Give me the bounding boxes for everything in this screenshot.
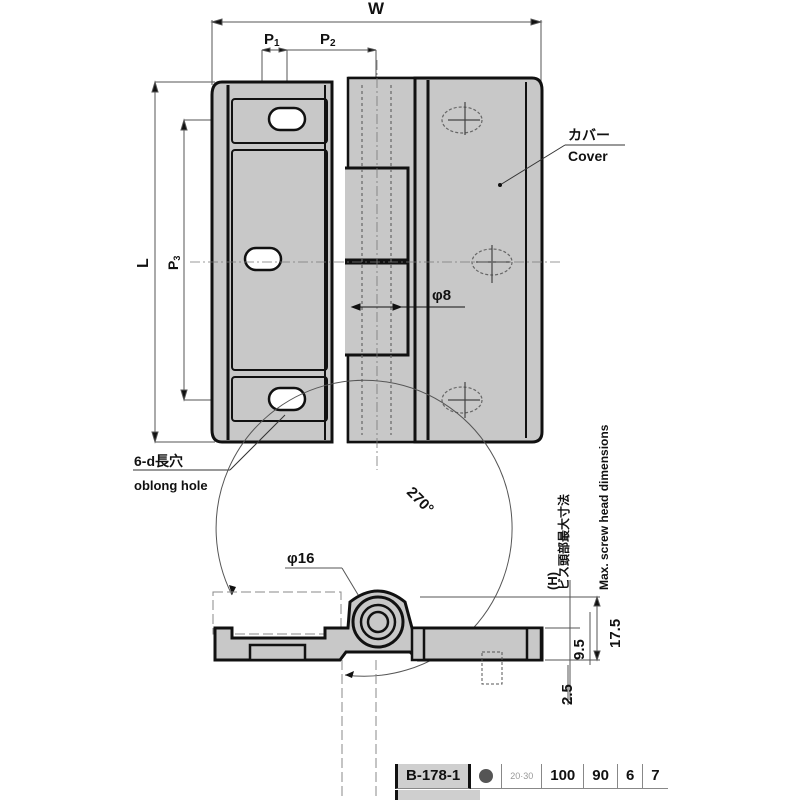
dimension-p1-p2 <box>261 47 377 100</box>
side-dimensions <box>420 580 601 705</box>
spec-table-row-2-partial <box>395 790 795 802</box>
product-code-2 <box>395 790 480 800</box>
hole-label-jp: 6-d長穴 <box>134 453 183 469</box>
right-leaf-cover <box>413 76 544 444</box>
phi16-leader <box>341 567 361 599</box>
center-lines <box>190 60 560 470</box>
l-label: L <box>135 258 152 268</box>
screw-label-jp: ビス頭部最大寸法 <box>556 494 571 590</box>
product-code: B-178-1 <box>395 764 472 789</box>
knuckle <box>345 76 417 444</box>
phi8-dimension <box>350 303 465 311</box>
cover-label-jp: カバー <box>568 127 610 143</box>
phi8-label: φ8 <box>432 287 451 304</box>
finish-dot <box>471 764 503 789</box>
finish-dot-icon <box>479 769 494 784</box>
p2-label: P2 <box>320 31 336 49</box>
dimension-w <box>210 18 543 85</box>
dim-9-5: 9.5 <box>571 639 588 660</box>
screw-label-en: Max. screw head dimensions <box>597 424 611 590</box>
side-body <box>213 589 544 685</box>
phi16-label: φ16 <box>287 550 314 567</box>
arc-arrow-end <box>345 671 354 678</box>
cover-leader-dot <box>498 183 502 187</box>
hole-leader <box>229 414 286 471</box>
cover-label-en: Cover <box>568 148 608 164</box>
size-range: 20·30 <box>502 764 543 789</box>
dim-17-5: 17.5 <box>607 619 624 648</box>
oblong-holes <box>243 106 307 412</box>
cover-leader <box>499 144 566 186</box>
spec-table-row: B-178-1 20·30 100 90 6 7 <box>395 764 668 789</box>
phantom-rotated-leaf <box>341 660 377 800</box>
value-l: 90 <box>584 764 618 789</box>
angle-label: 270° <box>403 484 437 518</box>
h-label: (H) <box>545 572 560 590</box>
w-label: W <box>368 0 385 18</box>
value-p1: 6 <box>617 764 644 789</box>
value-w: 100 <box>542 764 585 789</box>
arc-arrow-start <box>229 585 236 595</box>
p1-label: P1 <box>264 31 280 49</box>
p3-label: P3 <box>165 256 182 270</box>
hole-label-en: oblong hole <box>134 478 208 493</box>
value-p2: 7 <box>643 764 668 789</box>
dim-2-5: 2.5 <box>559 684 576 705</box>
phantom-open-leaf <box>212 591 342 635</box>
